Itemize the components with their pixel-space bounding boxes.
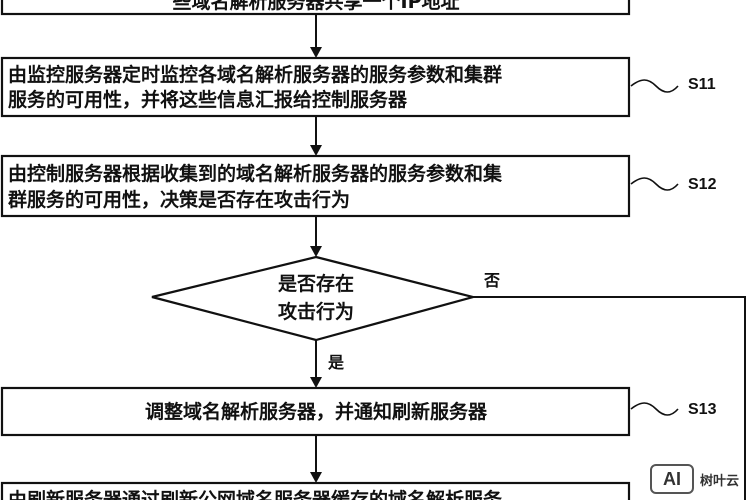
- s13-text: 调整域名解析服务器，并通知刷新服务器: [145, 400, 488, 423]
- arrow-head-to-s12: [310, 145, 322, 156]
- arrow-head-to-decision: [310, 246, 322, 257]
- process-box-s12: 由控制服务器根据收集到的域名解析服务器的服务参数和集 群服务的可用性，决策是否存…: [0, 154, 631, 218]
- s12-leader-line: [630, 177, 679, 191]
- decision-diamond: 是否存在 攻击行为: [151, 255, 478, 342]
- process-box-s13: 调整域名解析服务器，并通知刷新服务器: [0, 386, 631, 437]
- arrow-head-to-s11: [310, 47, 322, 58]
- s11-leader-line: [630, 79, 679, 93]
- step-label-s12: S12: [688, 176, 717, 193]
- watermark: AI 树叶云: [649, 464, 741, 494]
- bottom-box-text: 由刷新服务器通过刷新公网域名服务器缓存的域名解析服务: [8, 488, 503, 500]
- arrow-head-to-bottom: [310, 472, 322, 483]
- s11-text-line2: 服务的可用性，并将这些信息汇报给控制服务器: [8, 88, 408, 111]
- process-box-s11: 由监控服务器定时监控各域名解析服务器的服务参数和集群 服务的可用性，并将这些信息…: [0, 56, 631, 118]
- bottom-process-box: 由刷新服务器通过刷新公网域名服务器缓存的域名解析服务: [0, 481, 631, 500]
- decision-text-line1: 是否存在: [278, 272, 354, 295]
- label-yes: 是: [327, 353, 344, 372]
- ai-logo-icon: AI: [649, 464, 694, 494]
- arrow-head-to-s13: [310, 377, 322, 388]
- watermark-text: 树叶云: [697, 468, 741, 490]
- label-no: 否: [483, 271, 500, 290]
- connector-no-branch: [473, 296, 746, 500]
- decision-text-line2: 攻击行为: [278, 300, 354, 323]
- step-label-s11: S11: [688, 76, 716, 93]
- s13-leader-line: [630, 402, 679, 416]
- top-box-text: 些域名解析服务器共享一个IP地址: [173, 0, 460, 13]
- top-process-box: 些域名解析服务器共享一个IP地址: [0, 0, 631, 16]
- s12-text-line2: 群服务的可用性，决策是否存在攻击行为: [7, 188, 350, 211]
- s12-text-line1: 由控制服务器根据收集到的域名解析服务器的服务参数和集: [8, 162, 503, 185]
- step-label-s13: S13: [688, 401, 717, 418]
- s11-text-line1: 由监控服务器定时监控各域名解析服务器的服务参数和集群: [8, 63, 502, 86]
